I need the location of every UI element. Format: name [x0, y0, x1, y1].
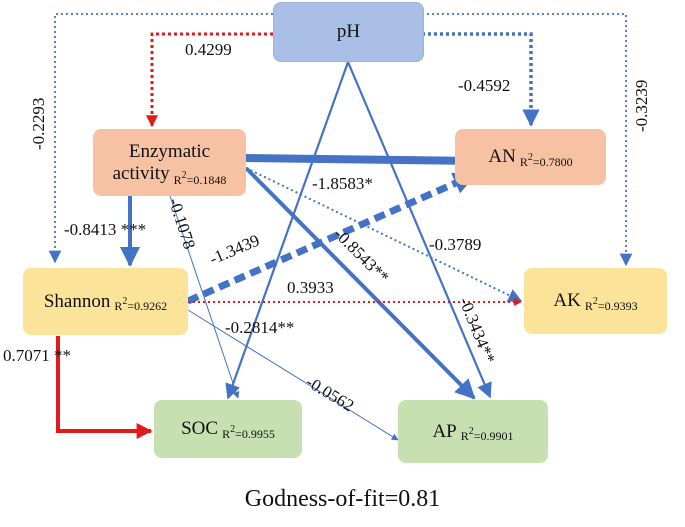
node-enzymatic-label-line1: Enzymatic [128, 140, 211, 162]
node-ak-label: AK [553, 290, 581, 311]
path-enzymatic-ak [245, 167, 523, 302]
path-ph-soc [225, 61, 350, 400]
path-shannon-ap [187, 309, 399, 441]
node-shannon-label: Shannon [43, 290, 111, 312]
coef-shannon-ak: 0.3933 [287, 278, 334, 297]
node-an-label: AN [488, 146, 516, 167]
coef-shannon-soc: 0.7071 ** [3, 346, 71, 365]
node-ap-label: AP [432, 420, 457, 442]
path-shannon-an [186, 171, 477, 305]
coef-enzymatic-ak: -0.3789 [429, 235, 482, 254]
node-ap-r2: R2=0.9901 [460, 426, 514, 443]
path-enzymatic-ap [244, 166, 476, 400]
coef-ph-an: -0.4592 [458, 76, 511, 95]
coef-enzymatic-an: -1.8583* [312, 174, 373, 193]
node-shannon-r2: R2=0.9262 [114, 296, 168, 313]
node-ph: pH [273, 2, 424, 62]
node-an-r2: R2=0.7800 [519, 151, 573, 169]
coef-enzymatic-shannon: -0.8413 *** [64, 220, 147, 239]
path-enzymatic-soc [169, 195, 240, 399]
path-ph-ap [346, 61, 492, 399]
node-ph-label: pH [336, 21, 361, 42]
path-shannon-soc [56, 336, 153, 439]
path-ph-enzymatic [146, 32, 273, 128]
node-enzymatic-r2: R2=0.1848 [173, 169, 227, 187]
node-soc-r2: R2=0.9955 [222, 423, 275, 441]
coef-ph-shannon: -0.2293 [29, 97, 48, 150]
node-soc-label: SOC [181, 418, 219, 439]
coef-ph-ak: -0.3239 [632, 79, 651, 132]
path-enzymatic-an [245, 147, 482, 174]
coef-ph-soc: -0.2814** [225, 318, 295, 337]
path-ph-ak [422, 13, 633, 267]
goodness-of-fit-label: Godness-of-fit=0.81 [244, 486, 441, 512]
coef-ph-enzymatic: 0.4299 [185, 40, 232, 59]
node-ak-r2: R2=0.9393 [584, 295, 638, 313]
path-ph-an [422, 32, 540, 127]
